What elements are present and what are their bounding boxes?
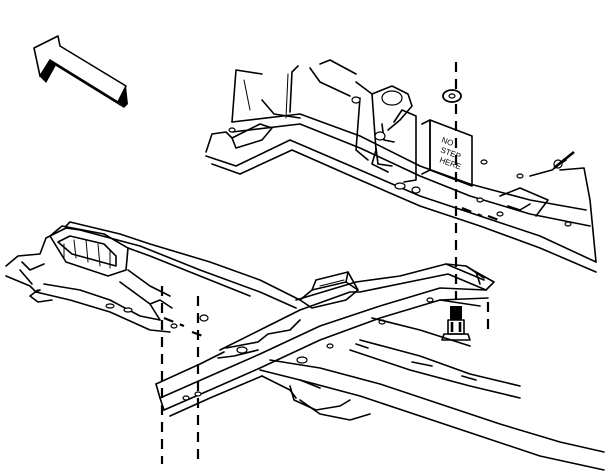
- bolt-icon: [441, 306, 471, 341]
- upper-frame-rail: NO STEP HERE: [205, 59, 597, 273]
- no-step-label-line1: NO: [440, 135, 454, 148]
- rear-stud-icon: [529, 150, 575, 177]
- no-step-label: NO STEP HERE: [438, 135, 462, 171]
- lower-frame-rail: [5, 221, 605, 471]
- front-of-vehicle-arrow-icon: [33, 35, 128, 108]
- washer-icon: [442, 89, 462, 103]
